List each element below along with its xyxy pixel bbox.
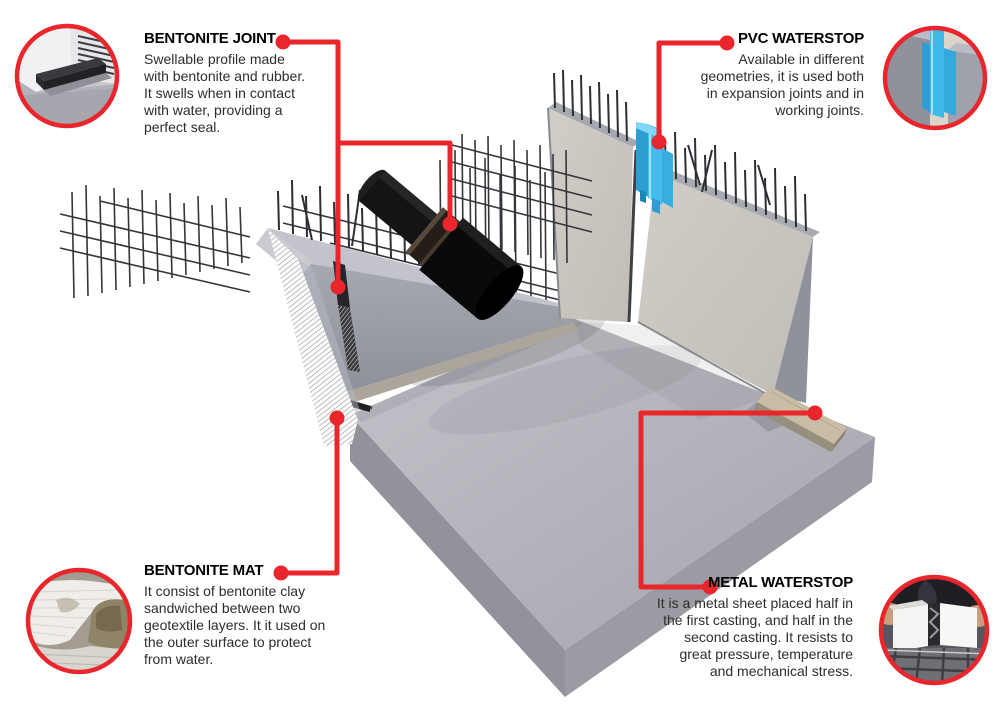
- callout-line-bentonite-joint: [280, 39, 453, 290]
- callout-title-pvc-waterstop: PVC WATERSTOP: [737, 30, 864, 47]
- pipe-penetration: [357, 169, 524, 320]
- callout-line-metal-waterstop: [638, 410, 818, 590]
- rebar-mesh-right: [451, 133, 593, 264]
- wall-joint-line: [627, 149, 638, 323]
- rebar-mesh-left: [59, 184, 251, 299]
- callout-title-bentonite-mat: BENTONITE MAT: [144, 562, 264, 579]
- callout-metal-waterstop: METAL WATERSTOP It is a metal sheet plac…: [608, 574, 853, 680]
- callout-bentonite-joint: BENTONITE JOINT Swellable profile made w…: [144, 30, 329, 136]
- pvc-waterstop-profile: [636, 122, 673, 214]
- callout-body-bentonite-joint: Swellable profile made with bentonite an…: [144, 51, 306, 135]
- pvc-waterstop-photo: [882, 25, 988, 131]
- callout-title-bentonite-joint: BENTONITE JOINT: [144, 30, 276, 47]
- callout-title-metal-waterstop: METAL WATERSTOP: [707, 574, 853, 591]
- metal-waterstop-photo: [878, 574, 990, 686]
- foundation-slab: [350, 309, 875, 697]
- back-wall: [547, 69, 640, 322]
- bentonite-mat-hatch: [268, 229, 360, 446]
- callout-bentonite-mat: BENTONITE MAT It consist of bentonite cl…: [144, 562, 354, 668]
- callout-line-bentonite-mat: [278, 415, 340, 576]
- callout-body-metal-waterstop: It is a metal sheet placed half in the f…: [656, 595, 853, 679]
- callout-line-pvc-waterstop: [656, 40, 730, 145]
- bentonite-mat-photo: [25, 567, 133, 675]
- callout-lines: [278, 39, 818, 590]
- back-wall-rebar: [553, 69, 628, 142]
- bentonite-joint-photo: [14, 23, 120, 129]
- callout-body-pvc-waterstop: Available in different geometries, it is…: [700, 51, 864, 118]
- callout-dots: [273, 34, 823, 595]
- callout-body-bentonite-mat: It consist of bentonite clay sandwiched …: [144, 583, 326, 667]
- right-wall: [637, 131, 820, 403]
- callout-pvc-waterstop: PVC WATERSTOP Available in different geo…: [669, 30, 865, 119]
